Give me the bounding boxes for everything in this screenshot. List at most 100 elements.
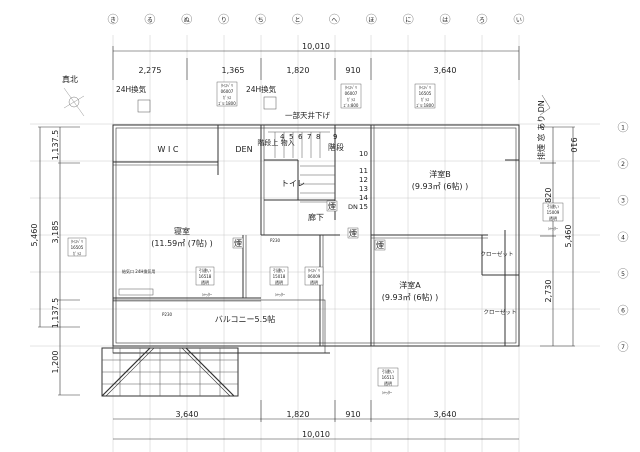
svg-text:1,820: 1,820 (287, 410, 310, 419)
svg-text:ﾀｲｽﾍﾞﾘ: ﾀｲｽﾍﾞﾘ (345, 84, 357, 90)
svg-text:DN: DN (348, 203, 358, 211)
svg-text:13: 13 (359, 185, 368, 193)
svg-text:12: 12 (359, 176, 368, 184)
svg-text:11: 11 (359, 167, 368, 175)
svg-text:1,200: 1,200 (51, 351, 60, 374)
svg-text:給気口 24H換気用: 給気口 24H換気用 (122, 268, 155, 274)
svg-text:ｶﾞﾗｽ: ｶﾞﾗｽ (347, 97, 355, 102)
svg-text:排煙 窓 あり DN: 排煙 窓 あり DN (536, 100, 546, 160)
svg-text:階段: 階段 (328, 142, 344, 152)
grid-marker-label: と (294, 17, 300, 24)
svg-text:6: 6 (298, 133, 303, 141)
grid-marker (144, 13, 156, 25)
svg-text:ﾀｲｽﾍﾞﾘ: ﾀｲｽﾍﾞﾘ (419, 84, 431, 90)
grid-marker (617, 158, 629, 169)
grid-marker-label: り (221, 17, 227, 24)
svg-text:16505: 16505 (71, 245, 84, 250)
svg-text:5: 5 (289, 133, 293, 141)
svg-text:ｼｬｯﾀｰ: ｼｬｯﾀｰ (275, 291, 285, 297)
grid-marker (617, 304, 629, 316)
grid-marker (218, 13, 229, 25)
svg-text:引違い: 引違い (199, 267, 211, 273)
svg-text:煙: 煙 (349, 229, 357, 238)
grid-marker (476, 13, 488, 25)
balcony (112, 299, 330, 354)
window-specs: ﾀｲｽﾍﾞﾘ 06007 ｶﾞﾗｽ ｴﾞﾙ:1800 ﾀｲｽﾍﾞﾘ 06007 … (67, 81, 564, 387)
stair-numbers: 4 5 6 7 8 9 10 11 12 13 14 15 DN (280, 133, 368, 211)
grid-marker-label: き (110, 17, 116, 24)
vent-note: 給気口 24H換気用 (118, 268, 155, 296)
shutter-labels: ｼｬｯﾀｰ ｼｬｯﾀｰ ｼｬｯﾀｰ ｼｬｯﾀｰ (202, 225, 558, 395)
roof-below (101, 347, 239, 397)
grid-marker-label: 7 (621, 344, 625, 351)
svg-text:引違い: 引違い (273, 267, 285, 273)
svg-text:15018: 15018 (273, 274, 286, 279)
grid-marker (617, 121, 629, 133)
svg-text:16505: 16505 (419, 91, 432, 96)
svg-text:一部天井下げ: 一部天井下げ (285, 110, 330, 120)
grid-marker (402, 13, 414, 25)
grid-marker-label: ぬ (184, 17, 190, 24)
svg-text:ｴﾞﾙ:800: ｴﾞﾙ:800 (344, 103, 359, 108)
svg-text:8: 8 (316, 133, 320, 141)
grid-marker (181, 13, 193, 25)
grid-marker (513, 13, 525, 25)
grid-marker-label: 6 (621, 308, 625, 315)
svg-text:9: 9 (333, 133, 337, 141)
svg-text:透明: 透明 (275, 279, 283, 285)
grid-marker-label: 1 (621, 125, 625, 132)
svg-text:P230: P230 (162, 312, 173, 317)
grid-marker (292, 13, 303, 25)
svg-text:1,137.5: 1,137.5 (51, 130, 60, 161)
svg-text:16511: 16511 (382, 375, 395, 380)
left-dimensions: 5,460 1,137.5 3,185 1,137.5 1,200 (30, 126, 80, 396)
grid-marker (617, 231, 629, 243)
north-arrow: 真北 (62, 74, 85, 117)
grid-marker-label: ほ (368, 17, 374, 24)
svg-text:寝室: 寝室 (174, 226, 190, 236)
svg-text:3,640: 3,640 (434, 410, 457, 419)
svg-text:バルコニー5.5帖: バルコニー5.5帖 (215, 314, 276, 324)
svg-text:W I C: W I C (158, 145, 179, 154)
grid-marker (255, 13, 266, 25)
svg-text:透明: 透明 (310, 279, 318, 285)
grid-marker-label: へ (331, 17, 337, 24)
svg-text:洋室A: 洋室A (399, 280, 421, 290)
svg-text:10,010: 10,010 (302, 430, 330, 439)
svg-text:06009: 06009 (308, 274, 321, 279)
svg-text:ｴﾞﾙ:1800: ｴﾞﾙ:1800 (218, 101, 236, 106)
svg-text:ｴﾞﾙ:1800: ｴﾞﾙ:1800 (416, 103, 434, 108)
svg-text:3,640: 3,640 (176, 410, 199, 419)
svg-text:ｶﾞﾗｽ: ｶﾞﾗｽ (73, 251, 81, 256)
grid-marker-label: い (516, 17, 522, 24)
grid-marker (329, 13, 340, 25)
grid-marker (107, 13, 119, 25)
svg-text:P230: P230 (270, 238, 281, 243)
svg-text:1,365: 1,365 (222, 66, 245, 75)
svg-text:ｼｬｯﾀｰ: ｼｬｯﾀｰ (202, 291, 212, 297)
grid-marker-label: る (147, 17, 153, 24)
svg-text:5,460: 5,460 (30, 224, 39, 247)
svg-text:煙: 煙 (234, 239, 242, 248)
svg-text:ｶﾞﾗｽ: ｶﾞﾗｽ (223, 95, 231, 100)
grid-marker-label: 4 (621, 234, 625, 241)
svg-text:910: 910 (345, 66, 360, 75)
svg-text:階段上 物入: 階段上 物入 (257, 138, 294, 147)
svg-text:1,820: 1,820 (287, 66, 310, 75)
svg-text:3,640: 3,640 (434, 66, 457, 75)
svg-text:24H換気: 24H換気 (246, 84, 277, 94)
grid-top: きるぬりちとへほにはろい (107, 13, 525, 25)
stair-note: 排煙 窓 あり DN (536, 94, 551, 160)
svg-text:引違い: 引違い (547, 203, 559, 209)
grid-marker (617, 194, 629, 206)
grid-marker (439, 13, 451, 25)
room-labels: W I C DEN 階段上 物入 階段 トイレ 廊下 寝室 (11.59㎡ (7… (151, 138, 516, 324)
svg-text:16518: 16518 (199, 274, 212, 279)
svg-text:5,460: 5,460 (564, 225, 573, 248)
svg-text:14: 14 (359, 194, 368, 202)
svg-text:DEN: DEN (235, 145, 252, 154)
svg-text:透明: 透明 (549, 215, 557, 221)
svg-text:トイレ: トイレ (281, 179, 305, 188)
